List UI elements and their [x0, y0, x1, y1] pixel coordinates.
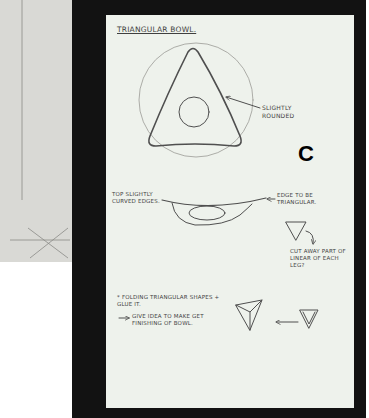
page-title: TRIANGULAR BOWL.	[117, 25, 237, 34]
note-rounded: SLIGHTLY ROUNDED	[262, 104, 324, 119]
neighbour-sketch	[10, 0, 70, 258]
note-triangular: EDGE TO BE TRIANGULAR.	[277, 192, 341, 206]
black-ground	[72, 0, 366, 418]
figure-letter: C	[298, 140, 328, 168]
bowl-sketch	[119, 43, 318, 330]
sketch-page	[106, 15, 354, 408]
neighbour-page	[0, 0, 72, 262]
note-curved-edges: TOP SLIGHTLY CURVED EDGES.	[112, 191, 160, 205]
note-idea: GIVE IDEA TO MAKE GET FINISHING OF BOWL.	[132, 313, 228, 327]
note-folding: * FOLDING TRIANGULAR SHAPES + GLUE IT.	[117, 294, 225, 308]
note-cut-away: CUT AWAY PART OF LINEAR OF EACH LEG?	[290, 248, 348, 269]
